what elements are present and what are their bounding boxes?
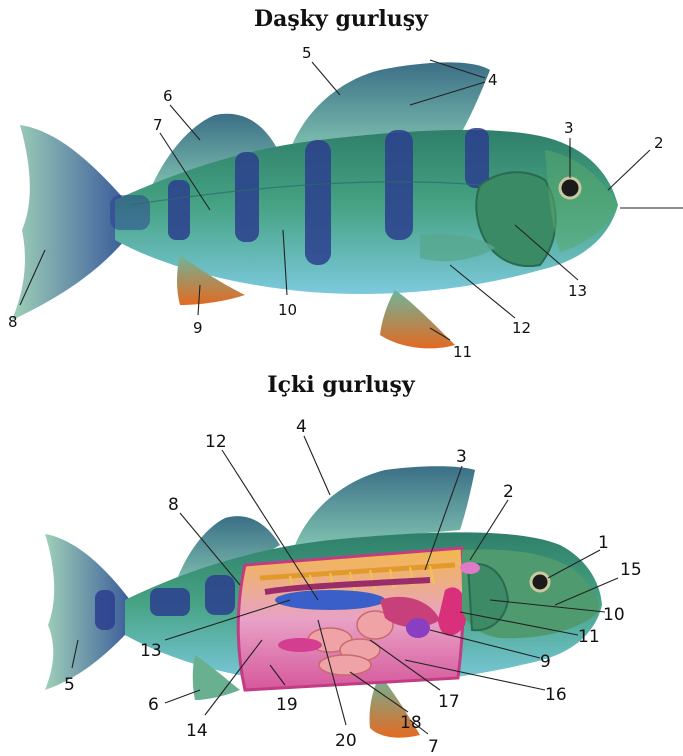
brain	[460, 562, 480, 574]
pelvic-fin	[380, 290, 455, 348]
ext-label-10: 10	[278, 301, 297, 319]
int-label-19: 19	[276, 695, 298, 715]
external-structure-title: Daşky gurluşy	[254, 6, 429, 32]
int-label-6: 6	[148, 695, 159, 715]
ext-label-4: 4	[488, 71, 498, 89]
ext-label-11: 11	[453, 343, 472, 361]
int-label-13: 13	[140, 641, 162, 661]
heart	[406, 618, 430, 638]
ext-label-13: 13	[568, 282, 587, 300]
fish-eye	[560, 178, 580, 198]
fish-eye-internal	[531, 573, 549, 591]
fish-head	[545, 150, 618, 252]
int-label-8: 8	[168, 495, 179, 515]
internal-structure-title: Içki gurluşy	[267, 372, 416, 398]
internal-fish	[45, 466, 602, 737]
external-fish	[12, 62, 618, 348]
caudal-fin	[12, 125, 125, 320]
int-label-11: 11	[578, 627, 600, 647]
int-label-18: 18	[400, 713, 422, 733]
int-label-20: 20	[335, 731, 357, 751]
ext-label-6: 6	[163, 87, 173, 105]
int-label-5: 5	[64, 675, 75, 695]
ext-label-9: 9	[193, 319, 203, 337]
ext-label-7: 7	[153, 116, 163, 134]
int-label-17: 17	[438, 692, 460, 712]
int-label-4: 4	[296, 417, 307, 437]
int-label-7: 7	[428, 737, 439, 756]
ext-label-3: 3	[564, 119, 574, 137]
ext-label-12: 12	[512, 319, 531, 337]
ext-label-2: 2	[654, 134, 664, 152]
int-label-12: 12	[205, 432, 227, 452]
int-label-1: 1	[598, 533, 609, 553]
int-label-16: 16	[545, 685, 567, 705]
int-label-3: 3	[456, 447, 467, 467]
caudal-fin-internal	[45, 534, 130, 690]
int-label-9: 9	[540, 652, 551, 672]
ext-label-8: 8	[8, 313, 18, 331]
int-label-15: 15	[620, 560, 642, 580]
int-label-14: 14	[186, 721, 208, 741]
gonad	[278, 638, 322, 652]
swim-bladder	[275, 590, 385, 610]
int-label-10: 10	[603, 605, 625, 625]
int-label-2: 2	[503, 482, 514, 502]
ext-label-5: 5	[302, 44, 312, 62]
